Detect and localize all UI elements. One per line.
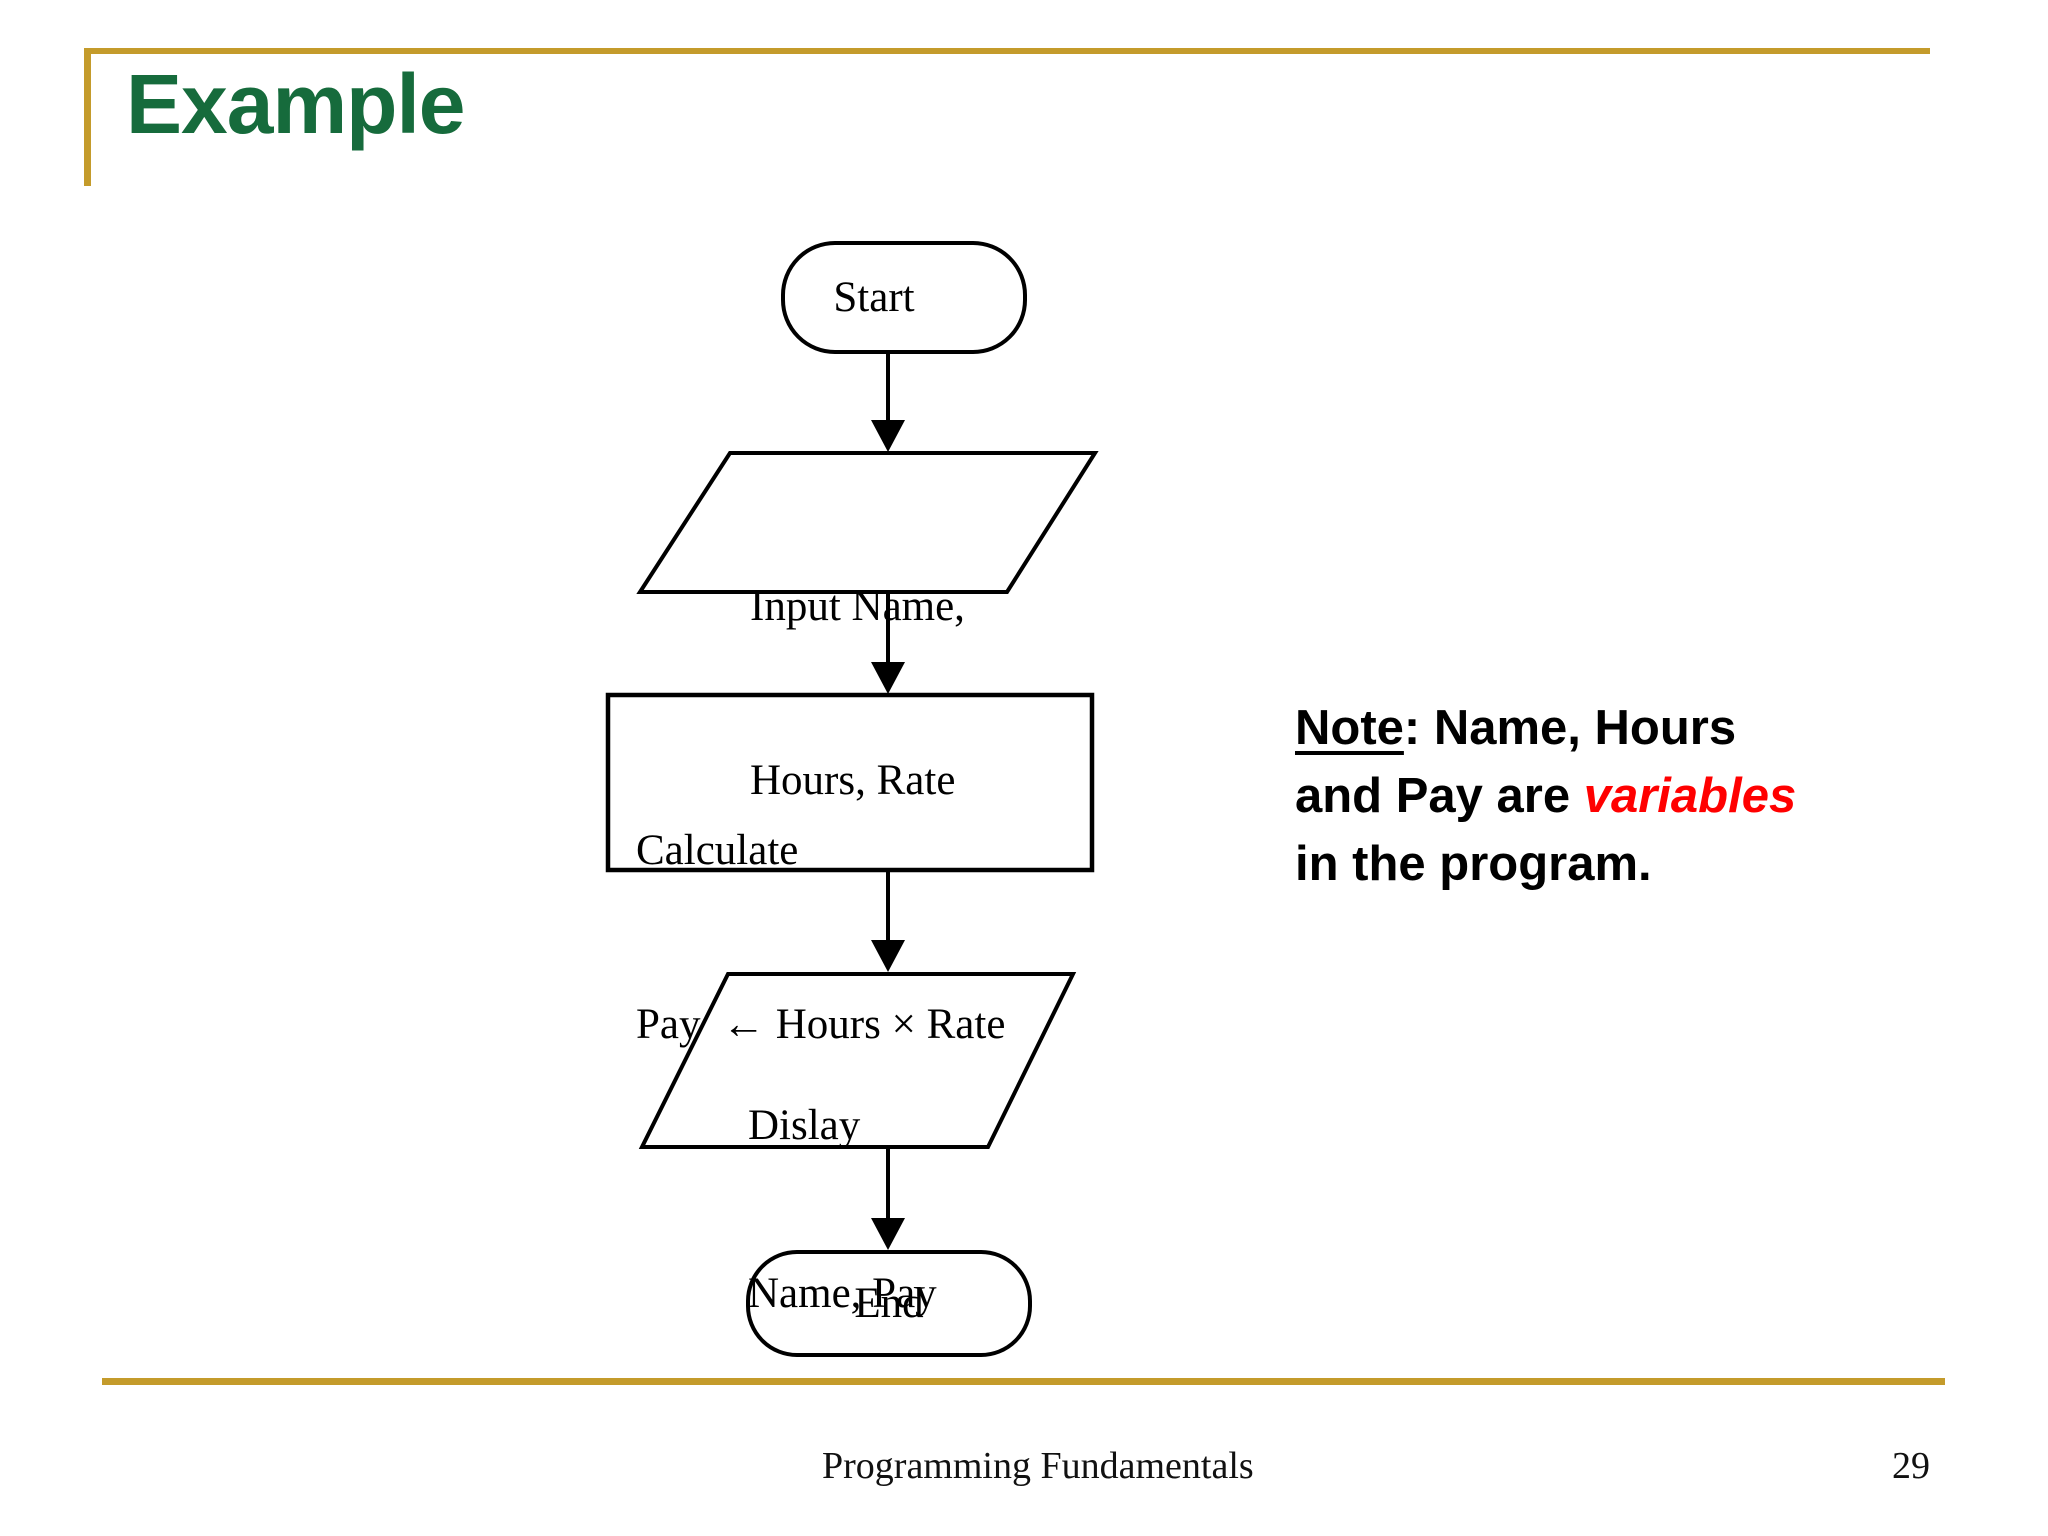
input-parallelogram-shape: [636, 451, 1099, 594]
arrow-process-to-display: [871, 870, 905, 972]
end-node-label: End: [748, 1252, 1030, 1355]
start-label-text: Start: [833, 274, 915, 321]
input-label-line1: Input Name,: [750, 583, 965, 630]
note-line1-rest: : Name, Hours: [1403, 701, 1737, 755]
note-annotation: Note: Name, Hours and Pay are variables …: [1295, 694, 1955, 898]
arrow-input-to-process: [871, 592, 905, 694]
start-terminator-shape: [781, 241, 1027, 354]
bottom-border-line: [102, 1378, 1945, 1385]
top-border-line: [85, 48, 1930, 54]
note-highlight-variables: variables: [1583, 769, 1797, 823]
process-node-label: Calculate Pay ← Hours × Rate: [636, 706, 1005, 1170]
slide-title: Example: [126, 57, 466, 151]
process-label-line2: Pay ← Hours × Rate: [636, 1001, 1006, 1048]
end-terminator-shape: [746, 1250, 1032, 1357]
end-label-text: End: [854, 1280, 924, 1327]
footer-course-title: Programming Fundamentals: [822, 1445, 1254, 1487]
arrow-start-to-input: [871, 352, 905, 452]
process-rectangle-shape: [605, 692, 1095, 873]
input-label-line2: Hours, Rate: [750, 757, 956, 804]
display-node-label: Dislay Name, Pay: [748, 986, 937, 1434]
note-line2-text: and Pay are: [1295, 769, 1584, 823]
arrow-display-to-end: [871, 1147, 905, 1250]
display-label-line1: Dislay: [748, 1102, 861, 1149]
process-label-line1: Calculate: [636, 827, 799, 874]
note-underlined-word: Note: [1295, 701, 1404, 755]
input-node-label: Input Name, Hours, Rate: [750, 462, 965, 926]
display-label-line2: Name, Pay: [748, 1270, 937, 1317]
display-parallelogram-shape: [638, 972, 1077, 1149]
title-left-border-line: [84, 48, 91, 186]
start-node-label: Start: [753, 243, 995, 352]
note-line3-text: in the program.: [1295, 837, 1652, 891]
page-number: 29: [1892, 1445, 1930, 1487]
